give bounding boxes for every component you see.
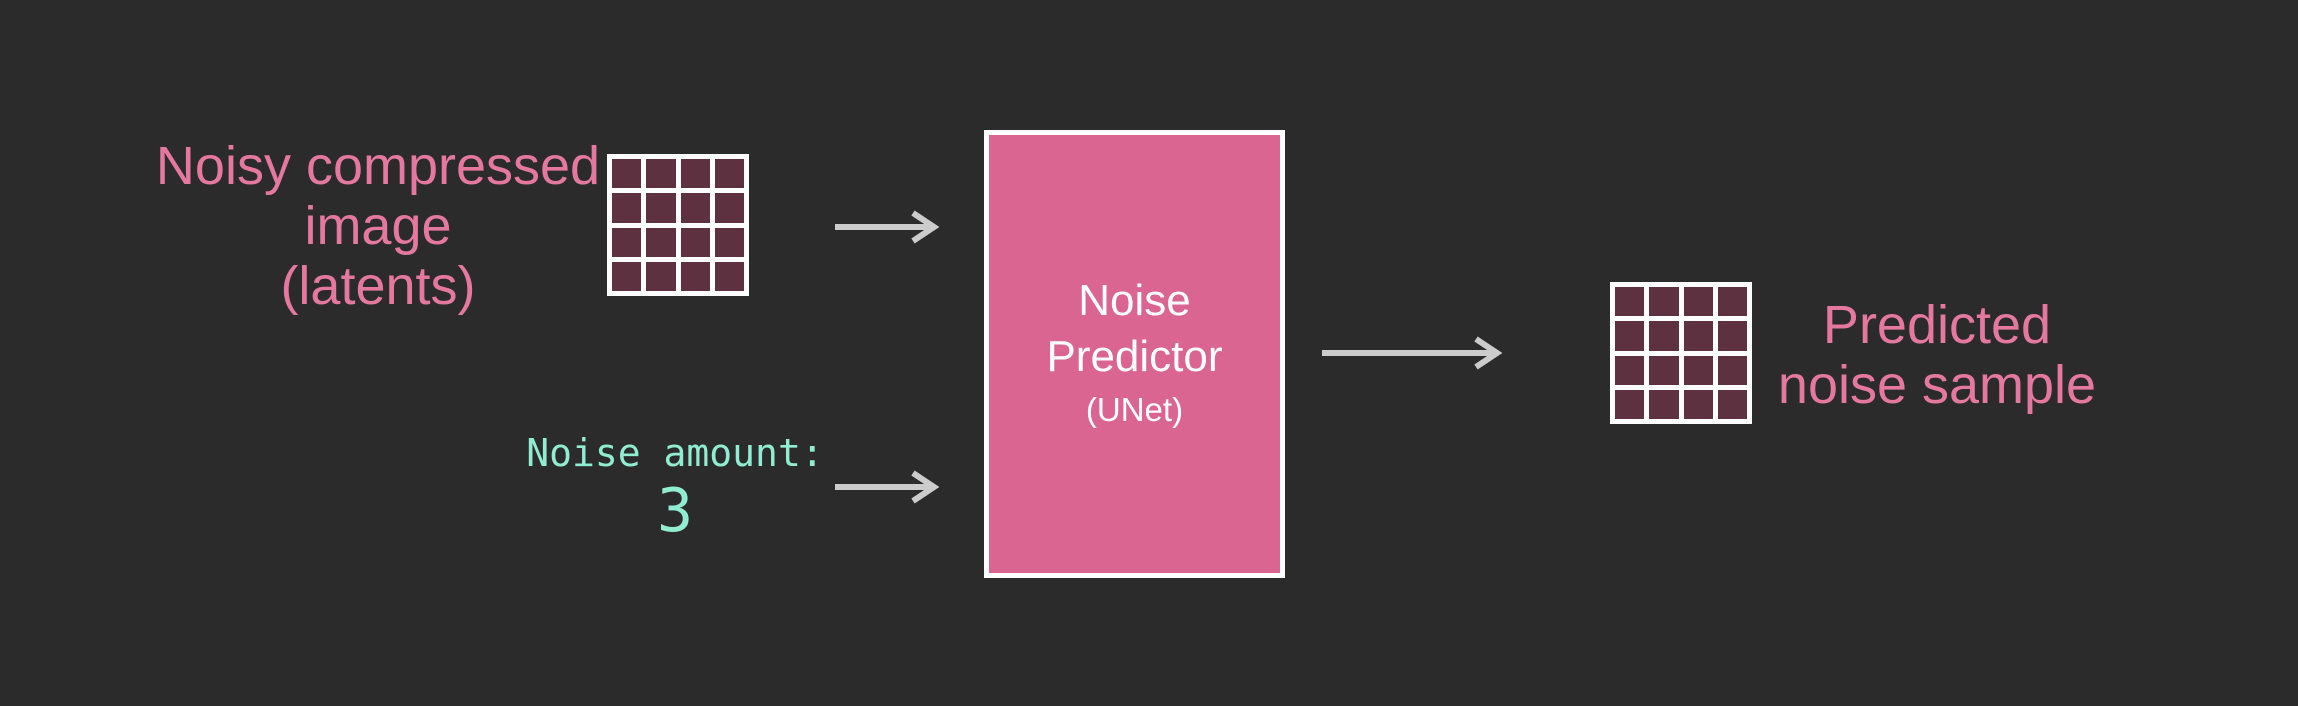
latent-cell xyxy=(714,261,744,291)
arrow-right-icon xyxy=(833,467,948,507)
latent-cell xyxy=(680,261,710,291)
latent-cell xyxy=(646,227,676,257)
latent-cell xyxy=(1717,355,1747,385)
latent-cell xyxy=(1649,321,1679,351)
arrow-right-icon xyxy=(833,207,948,247)
noise-amount-text: Noise amount: xyxy=(526,431,824,475)
input-latents-grid xyxy=(607,154,749,296)
noise-amount-value: 3 xyxy=(656,476,694,546)
noise-predictor-box: Noise Predictor (UNet) xyxy=(984,130,1285,578)
latent-cell xyxy=(1717,389,1747,419)
output-noise-grid xyxy=(1610,282,1752,424)
latent-cell xyxy=(680,193,710,223)
latent-cell xyxy=(680,159,710,189)
predictor-subtitle: (UNet) xyxy=(1085,391,1184,428)
latent-cell xyxy=(646,159,676,189)
latent-cell xyxy=(1683,287,1713,317)
latent-cell xyxy=(1717,321,1747,351)
noisy-latents-label-line3: (latents) xyxy=(280,256,476,316)
latent-cell xyxy=(1649,287,1679,317)
latent-cell xyxy=(1615,355,1645,385)
predictor-title-line1: Noise xyxy=(1078,276,1191,325)
latent-cell xyxy=(1683,389,1713,419)
noise-amount-label: Noise amount: 3 xyxy=(455,430,895,544)
latent-cell xyxy=(612,227,642,257)
latent-cell xyxy=(1717,287,1747,317)
latent-cell xyxy=(612,193,642,223)
latent-cell xyxy=(680,227,710,257)
noisy-latents-label-line1: Noisy compressed xyxy=(155,136,601,196)
noisy-latents-label: Noisy compressed image (latents) xyxy=(148,136,608,316)
predicted-noise-label: Predicted noise sample xyxy=(1717,295,2157,415)
latent-cell xyxy=(714,193,744,223)
latent-cell xyxy=(612,159,642,189)
noisy-latents-label-line2: image xyxy=(304,196,452,256)
latent-cell xyxy=(1615,389,1645,419)
latent-cell xyxy=(714,227,744,257)
arrow-right-icon xyxy=(1320,333,1512,373)
latent-cell xyxy=(612,261,642,291)
predicted-noise-label-line2: noise sample xyxy=(1777,355,2097,415)
latent-cell xyxy=(1615,287,1645,317)
latent-cell xyxy=(1649,355,1679,385)
latent-cell xyxy=(1615,321,1645,351)
latent-cell xyxy=(1649,389,1679,419)
latent-cell xyxy=(646,261,676,291)
predicted-noise-label-line1: Predicted xyxy=(1822,295,2052,355)
latent-cell xyxy=(646,193,676,223)
latent-cell xyxy=(714,159,744,189)
predictor-title-line2: Predictor xyxy=(1046,332,1223,381)
latent-cell xyxy=(1683,355,1713,385)
latent-cell xyxy=(1683,321,1713,351)
